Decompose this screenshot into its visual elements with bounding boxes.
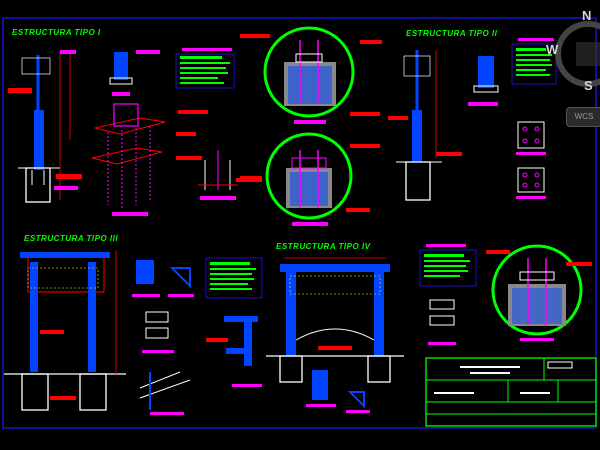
- detail-circle-1: [240, 26, 382, 124]
- detail-circle-3: [486, 244, 592, 341]
- structure-type-2: [388, 38, 557, 201]
- section-title-tipo-1: ESTRUCTURA TIPO I: [12, 28, 101, 37]
- section-title-tipo-3: ESTRUCTURA TIPO III: [24, 234, 119, 243]
- compass-ring-icon: [555, 21, 600, 87]
- sheet-border: [2, 17, 597, 429]
- section-title-tipo-4: ESTRUCTURA TIPO IV: [276, 242, 371, 251]
- title-block: [425, 357, 597, 427]
- viewcube-west-label[interactable]: W: [546, 42, 559, 57]
- detail-circle-2: [236, 132, 380, 226]
- structure-type-1: [8, 48, 262, 216]
- section-title-tipo-2: ESTRUCTURA TIPO II: [406, 29, 498, 38]
- viewcube-north-label[interactable]: N: [582, 8, 592, 23]
- structure-type-3: [4, 250, 263, 415]
- viewcube-compass[interactable]: [548, 6, 600, 126]
- wcs-menu-button[interactable]: WCS: [566, 107, 600, 127]
- structure-type-4: [266, 244, 477, 413]
- viewcube-south-label[interactable]: S: [584, 78, 593, 93]
